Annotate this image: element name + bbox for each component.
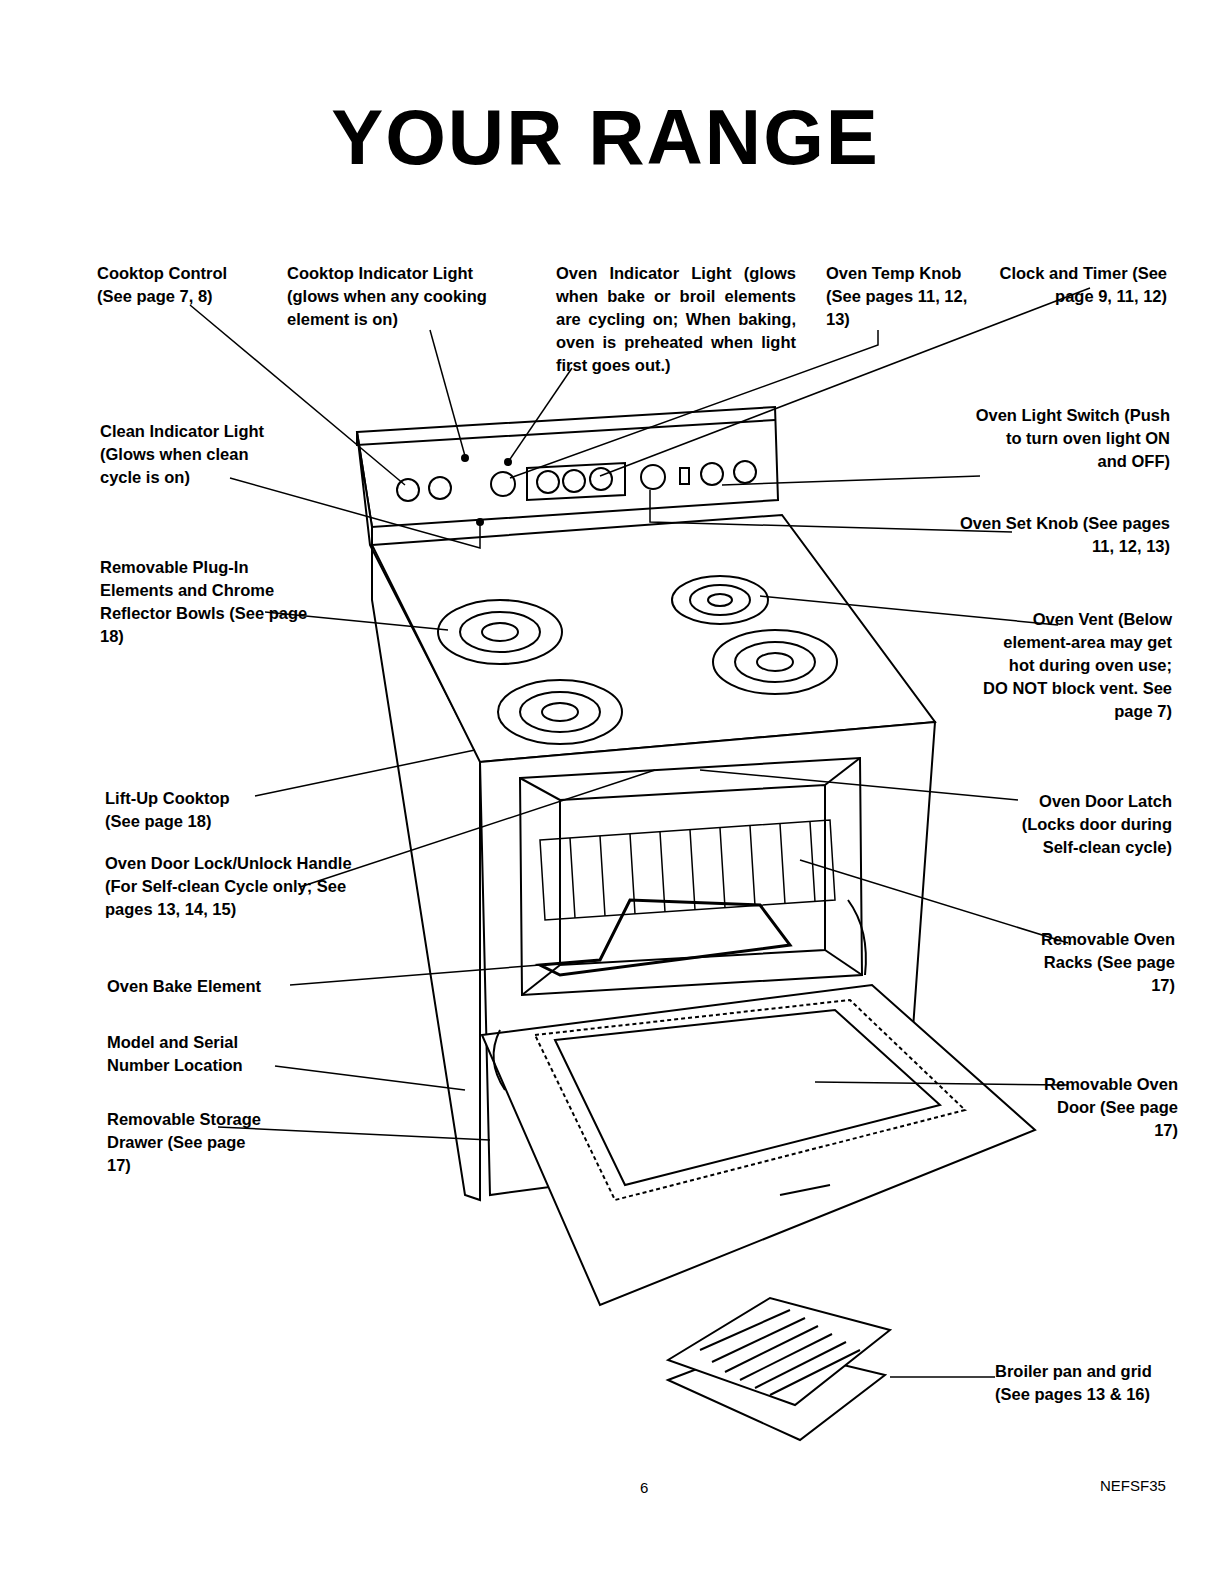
- control-panel: [357, 407, 778, 527]
- rack-wire: [780, 824, 785, 904]
- burner: [690, 585, 750, 615]
- switch-label: Oven Light Switch (Push to turn oven lig…: [975, 404, 1170, 473]
- knob-label: Oven Set Knob (See pages 11, 12, 13): [950, 512, 1170, 558]
- knob: [734, 461, 756, 483]
- knob: [641, 465, 665, 489]
- door-window: [555, 1010, 940, 1185]
- rack-wire: [690, 830, 695, 910]
- drawer-label: Removable Storage Drawer (See page 17): [107, 1108, 272, 1177]
- rack-wire: [600, 836, 605, 916]
- control-label: Cooktop Control (See page 7, 8): [97, 262, 262, 308]
- burner: [498, 680, 622, 744]
- leader-line: [508, 368, 572, 462]
- knob: [537, 471, 559, 493]
- oven-cavity: [520, 758, 862, 995]
- leader-line: [510, 330, 878, 478]
- vent-label: Oven Vent (Below element-area may get ho…: [982, 608, 1172, 723]
- broiler-label: Broiler pan and grid (See pages 13 & 16): [995, 1360, 1190, 1406]
- leader-line: [290, 965, 540, 985]
- leader-line: [300, 770, 655, 887]
- rack-wire: [720, 828, 725, 908]
- leader-line: [430, 330, 465, 456]
- leader-line: [275, 1066, 465, 1090]
- handle-label: Oven Door Lock/Unlock Handle (For Self-c…: [105, 852, 370, 921]
- latch-label: Oven Door Latch (Locks door during Self-…: [985, 790, 1172, 859]
- knob: [701, 463, 723, 485]
- indicator-label: Oven Indicator Light (glows when bake or…: [556, 262, 796, 377]
- burner: [757, 653, 793, 671]
- document-code: NEFSF35: [1100, 1474, 1190, 1497]
- control-knobs: [397, 455, 756, 525]
- door-label: Removable Oven Door (See page 17): [1030, 1073, 1178, 1142]
- leader-line: [890, 1376, 995, 1378]
- door-inner: [535, 1000, 965, 1200]
- rack-frame: [540, 820, 835, 920]
- door-handle: [780, 1185, 830, 1195]
- rack-wire: [570, 838, 575, 918]
- indicator-label: Clean Indicator Light (Glows when clean …: [100, 420, 290, 489]
- grid-slot: [755, 1342, 846, 1388]
- knob: [563, 470, 585, 492]
- rack-wire: [810, 822, 815, 902]
- leader-line: [760, 596, 1058, 625]
- leader-line: [800, 860, 1068, 943]
- element-label: Removable Plug-In Elements and Chrome Re…: [100, 556, 320, 648]
- indicator-label: Cooktop Indicator Light (glows when any …: [287, 262, 515, 331]
- cavity-edge: [522, 965, 560, 995]
- grid-slot: [770, 1350, 860, 1395]
- leader-line: [722, 476, 980, 485]
- page-title: YOUR RANGE: [0, 92, 1211, 183]
- burner: [460, 612, 540, 652]
- clock-label: Clock and Timer (See page 9, 11, 12): [985, 262, 1167, 308]
- burner: [735, 642, 815, 682]
- rack-label: Removable Oven Racks (See page 17): [1030, 928, 1175, 997]
- element-label: Oven Bake Element: [107, 975, 307, 998]
- knob: [397, 479, 419, 501]
- broiler-pan: [668, 1298, 890, 1440]
- oven-rack: [540, 820, 835, 920]
- rack-wire: [750, 826, 755, 906]
- knob-label: Oven Temp Knob (See pages 11, 12, 13): [826, 262, 994, 331]
- leader-lines: [190, 288, 1090, 1377]
- cavity-edge: [825, 950, 862, 975]
- leader-line: [218, 1127, 490, 1140]
- leader-line: [815, 1082, 1068, 1085]
- burner: [713, 630, 837, 694]
- knob: [429, 477, 451, 499]
- cavity-edge: [520, 778, 560, 800]
- burner: [542, 703, 578, 721]
- leader-line: [230, 478, 480, 548]
- burner: [520, 692, 600, 732]
- rack-wire: [630, 834, 635, 914]
- burner: [482, 623, 518, 641]
- leader-line: [255, 750, 475, 796]
- cavity-edge: [825, 758, 860, 785]
- knob: [590, 468, 612, 490]
- door-hinge: [848, 900, 866, 975]
- grid-slot: [700, 1310, 790, 1350]
- cooktop: [372, 515, 935, 762]
- model-label: Model and Serial Number Location: [107, 1031, 282, 1077]
- burner: [672, 576, 768, 624]
- cooktop-label: Lift-Up Cooktop (See page 18): [105, 787, 255, 833]
- burners: [438, 576, 837, 744]
- oven-door: [482, 900, 1035, 1305]
- leader-line: [700, 770, 1018, 800]
- knob: [491, 472, 515, 496]
- leader-line: [650, 490, 1012, 532]
- door-hinge: [494, 1030, 505, 1090]
- pan-grid: [668, 1298, 890, 1405]
- burner: [708, 594, 732, 606]
- bake-element: [540, 900, 790, 975]
- display-window: [527, 463, 625, 500]
- light-switch: [680, 468, 689, 484]
- burner: [438, 600, 562, 664]
- door-panel: [482, 985, 1035, 1305]
- page-number: 6: [640, 1476, 670, 1499]
